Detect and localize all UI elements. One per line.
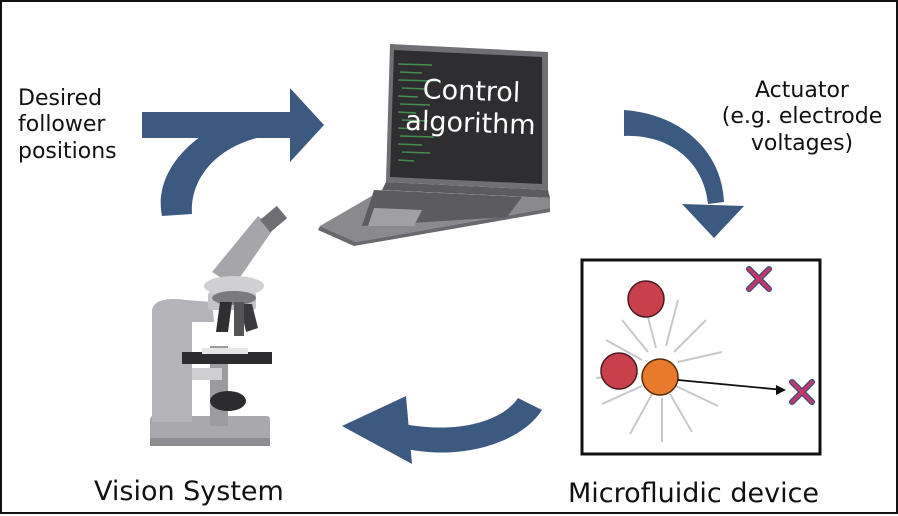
screen-line-2: algorithm <box>404 105 537 142</box>
target-x-icon <box>747 267 771 291</box>
arrow-to-device <box>624 110 744 238</box>
target-x-icon <box>790 380 814 404</box>
laptop-icon <box>318 44 550 246</box>
actuator-label: Actuator (e.g. electrode voltages) <box>702 78 898 157</box>
actuator-line-1: Actuator <box>755 78 849 103</box>
desired-positions-label: Desired follower positions <box>18 86 117 165</box>
vision-system-label: Vision System <box>94 476 284 507</box>
microscope-icon <box>150 205 288 446</box>
arrow-to-vision <box>342 396 542 464</box>
desired-line-2: follower <box>18 112 106 138</box>
screen-line-1: Control <box>422 74 521 109</box>
obstacle-particle <box>627 280 665 318</box>
desired-line-3: positions <box>18 138 117 164</box>
trajectory-arrow <box>677 379 785 391</box>
follower-particle <box>641 358 679 396</box>
arrow-to-laptop <box>142 88 324 216</box>
obstacle-particle <box>600 352 638 390</box>
control-algorithm-label: Control algorithm <box>395 73 547 142</box>
microfluidic-device-label: Microfluidic device <box>568 478 820 509</box>
desired-line-1: Desired <box>18 86 103 111</box>
actuator-line-3: voltages) <box>750 130 854 156</box>
actuator-line-2: (e.g. electrode <box>721 104 883 130</box>
microfluidic-device-box <box>580 258 822 456</box>
